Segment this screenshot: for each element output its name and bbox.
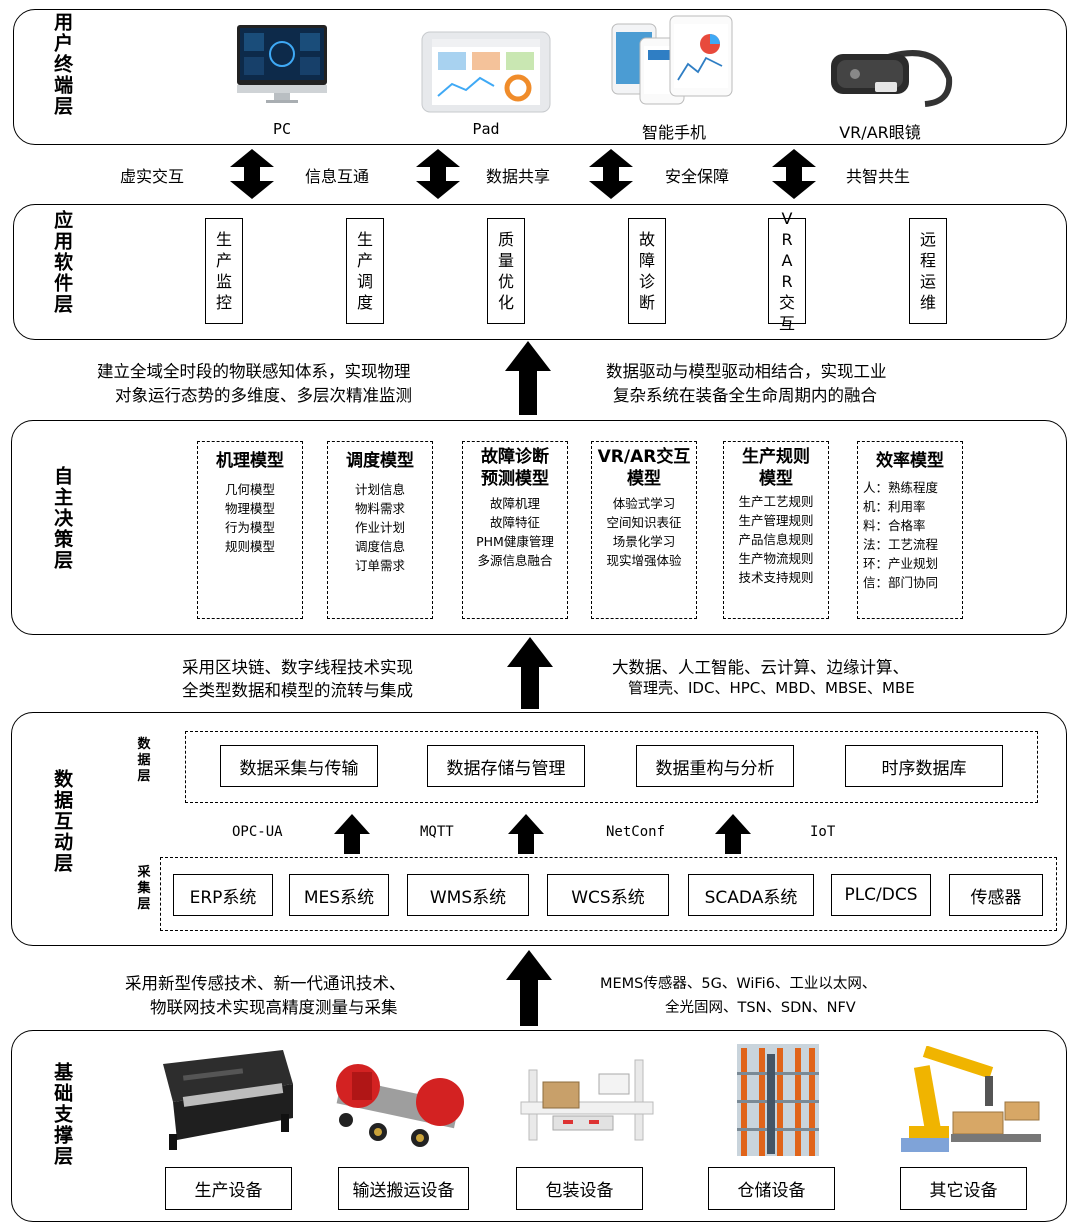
tablet-icon bbox=[420, 30, 552, 114]
data-decision-left-line1: 采用区块链、数字线程技术实现 bbox=[182, 658, 413, 677]
link-label-4: 共智共生 bbox=[846, 167, 911, 186]
collect-sublayer-title: 采集层 bbox=[137, 865, 151, 912]
autonomous-decision-layer bbox=[11, 420, 1067, 635]
model-vr-ar-interaction: VR/AR交互 模型 体验式学习 空间知识表征 场景化学习 现实增强体验 bbox=[591, 441, 697, 619]
up-arrow-icon bbox=[506, 950, 552, 1026]
base-data-right-line1: MEMS传感器、5G、WiFi6、工业以太网、 bbox=[600, 976, 877, 992]
protocol-opc-ua: OPC-UA bbox=[232, 824, 283, 840]
data-decision-right-line2: 管理壳、IDC、HPC、MBD、MBSE、MBE bbox=[628, 679, 915, 697]
double-arrow-icon bbox=[230, 149, 274, 199]
base-data-left-line2: 物联网技术实现高精度测量与采集 bbox=[150, 998, 398, 1017]
app-production-monitoring: 生产监控 bbox=[205, 218, 243, 324]
equipment-storage: 仓储设备 bbox=[708, 1167, 835, 1210]
decision-app-right-line1: 数据驱动与模型驱动相结合，实现工业 bbox=[606, 362, 887, 381]
conveyor-cart-icon bbox=[328, 1050, 476, 1150]
link-label-0: 虚实交互 bbox=[120, 167, 185, 186]
decision-app-left-line1: 建立全域全时段的物联感知体系，实现物理 bbox=[97, 362, 411, 381]
decision-app-left-line2: 对象运行态势的多维度、多层次精准监测 bbox=[115, 386, 412, 405]
collect-item-sensor: 传感器 bbox=[949, 874, 1043, 916]
app-layer-title: 应用软件层 bbox=[51, 210, 74, 315]
data-item-collection-transmission: 数据采集与传输 bbox=[220, 745, 378, 787]
collect-item-mes: MES系统 bbox=[289, 874, 389, 916]
collect-item-wms: WMS系统 bbox=[407, 874, 529, 916]
app-remote-maintenance: 远程运维 bbox=[909, 218, 947, 324]
model-fault-prediction: 故障诊断 预测模型 故障机理 故障特征 PHM健康管理 多源信息融合 bbox=[462, 441, 568, 619]
data-decision-right-line1: 大数据、人工智能、云计算、边缘计算、 bbox=[612, 658, 909, 677]
up-arrow-icon bbox=[334, 814, 370, 854]
vr-headset-icon bbox=[825, 38, 953, 110]
app-fault-diagnosis: 故障诊断 bbox=[628, 218, 666, 324]
data-decision-left-line2: 全类型数据和模型的流转与集成 bbox=[182, 681, 413, 700]
app-vr-ar-interaction: VRAR交互 bbox=[768, 209, 806, 333]
model-mechanism: 机理模型 几何模型 物理模型 行为模型 规则模型 bbox=[197, 441, 303, 619]
smartphone-icon bbox=[610, 14, 734, 106]
up-arrow-icon bbox=[507, 637, 553, 709]
collect-item-erp: ERP系统 bbox=[173, 874, 273, 916]
application-software-layer bbox=[13, 204, 1067, 340]
carton-sealer-icon bbox=[513, 1052, 661, 1152]
data-item-timeseries-db: 时序数据库 bbox=[845, 745, 1003, 787]
warehouse-rack-icon bbox=[737, 1044, 819, 1156]
decision-app-right-line2: 复杂系统在装备全生命周期内的融合 bbox=[613, 386, 877, 405]
link-label-3: 安全保障 bbox=[665, 167, 730, 186]
double-arrow-icon bbox=[416, 149, 460, 199]
monitor-icon bbox=[236, 24, 328, 104]
double-arrow-icon bbox=[589, 149, 633, 199]
model-scheduling: 调度模型 计划信息 物料需求 作业计划 调度信息 订单需求 bbox=[327, 441, 433, 619]
robot-arm-icon bbox=[893, 1046, 1043, 1154]
equipment-conveyor: 输送搬运设备 bbox=[338, 1167, 469, 1210]
device-label-pc: PC bbox=[272, 120, 292, 138]
equipment-packaging: 包装设备 bbox=[516, 1167, 643, 1210]
up-arrow-icon bbox=[508, 814, 544, 854]
device-label-pad: Pad bbox=[472, 120, 500, 138]
collect-item-plc-dcs: PLC/DCS bbox=[831, 874, 931, 916]
protocol-netconf: NetConf bbox=[606, 824, 666, 840]
base-data-right-line2: 全光固网、TSN、SDN、NFV bbox=[665, 1000, 856, 1016]
protocol-iot: IoT bbox=[810, 824, 836, 840]
link-label-1: 信息互通 bbox=[305, 167, 370, 186]
equipment-production: 生产设备 bbox=[165, 1167, 292, 1210]
data-item-storage-management: 数据存储与管理 bbox=[427, 745, 585, 787]
protocol-mqtt: MQTT bbox=[420, 824, 454, 840]
data-item-reconstruction-analysis: 数据重构与分析 bbox=[636, 745, 794, 787]
decision-layer-title: 自主决策层 bbox=[51, 466, 74, 571]
data-sublayer-group bbox=[185, 731, 1038, 803]
equipment-other: 其它设备 bbox=[900, 1167, 1027, 1210]
model-efficiency: 效率模型 人：熟练程度 机：利用率 料：合格率 法：工艺流程 环：产业规划 信：… bbox=[857, 441, 963, 619]
double-arrow-icon bbox=[772, 149, 816, 199]
link-label-2: 数据共享 bbox=[486, 167, 551, 186]
printing-machine-icon bbox=[153, 1044, 299, 1152]
model-production-rules: 生产规则 模型 生产工艺规则 生产管理规则 产品信息规则 生产物流规则 技术支持… bbox=[723, 441, 829, 619]
data-sublayer-title: 数据层 bbox=[137, 737, 151, 784]
device-label-vr: VR/AR眼镜 bbox=[839, 123, 921, 142]
base-data-left-line1: 采用新型传感技术、新一代通讯技术、 bbox=[125, 974, 406, 993]
app-production-scheduling: 生产调度 bbox=[346, 218, 384, 324]
up-arrow-icon bbox=[715, 814, 751, 854]
collect-item-wcs: WCS系统 bbox=[547, 874, 669, 916]
up-arrow-icon bbox=[505, 341, 551, 415]
data-layer-title: 数据互动层 bbox=[51, 769, 74, 874]
collect-item-scada: SCADA系统 bbox=[688, 874, 814, 916]
base-layer-title: 基础支撑层 bbox=[51, 1062, 74, 1167]
collect-sublayer-group bbox=[160, 857, 1057, 931]
user-layer-title: 用户终端层 bbox=[51, 12, 74, 117]
device-label-smartphone: 智能手机 bbox=[641, 123, 706, 142]
app-quality-optimization: 质量优化 bbox=[487, 218, 525, 324]
